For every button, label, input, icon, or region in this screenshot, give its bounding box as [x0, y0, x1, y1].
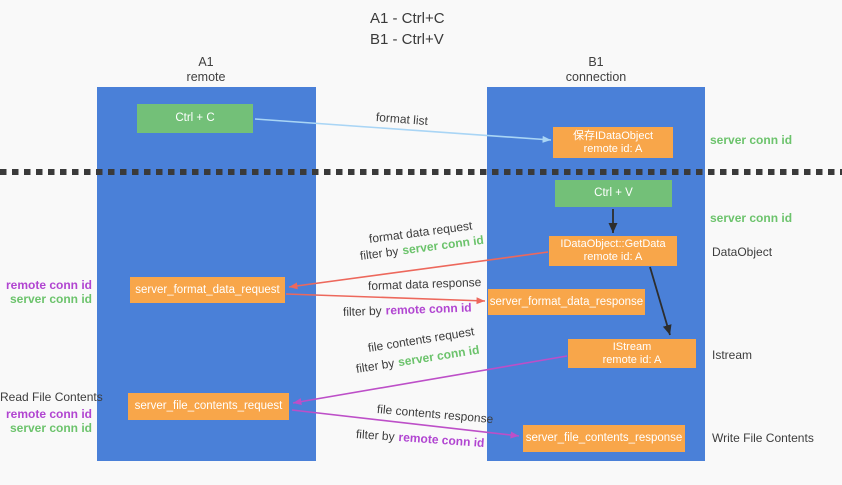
- server-file-contents-response-label: server_file_contents_response: [525, 432, 683, 444]
- label-server-conn-id-left-1: server conn id: [9, 292, 92, 306]
- format-list-arrow: [254, 118, 552, 143]
- ctrl-c-label: Ctrl + C: [175, 112, 215, 124]
- lane-header-b1: B1 connection: [536, 55, 656, 85]
- label-write-file-contents: Write File Contents: [712, 431, 814, 445]
- save-idataobject-line2: remote id: A: [583, 142, 643, 155]
- istream-line2: remote id: A: [602, 353, 662, 366]
- server-file-contents-response-box: server_file_contents_response: [523, 425, 685, 452]
- format-data-response-arrow: [285, 293, 486, 305]
- label-server-conn-id-mid-right: server conn id: [710, 211, 793, 225]
- format-data-request-arrow: [288, 251, 549, 290]
- istream-line1: IStream: [612, 340, 652, 353]
- server-file-contents-request-label: server_file_contents_request: [134, 400, 283, 412]
- save-idataobject-box: 保存IDataObject remote id: A: [553, 127, 673, 158]
- getdata-line1: IDataObject::GetData: [560, 238, 666, 250]
- label-server-conn-id-top-right: server conn id: [710, 133, 793, 147]
- title-line-1: A1 - Ctrl+C: [370, 10, 445, 27]
- label-remote-conn-id-left-1: remote conn id: [5, 278, 92, 292]
- title-line-2: B1 - Ctrl+V: [370, 31, 444, 48]
- getdata-to-istream-arrow: [649, 266, 672, 336]
- lane-b1-subtitle: connection: [565, 70, 627, 84]
- server-format-data-response-box: server_format_data_response: [488, 289, 645, 315]
- lane-header-a1: A1 remote: [146, 55, 266, 85]
- file-contents-response-arrow: [291, 409, 520, 439]
- istream-box: IStream remote id: A: [568, 339, 696, 368]
- save-idataobject-line1: 保存IDataObject: [572, 129, 654, 142]
- getdata-line2: remote id: A: [583, 251, 643, 263]
- lane-a1-id: A1: [198, 55, 214, 69]
- label-istream: Istream: [712, 348, 753, 362]
- server-format-data-request-label: server_format_data_request: [135, 283, 280, 296]
- label-read-file-contents: Read File Contents: [0, 390, 103, 404]
- ctrl-v-label: Ctrl + V: [594, 187, 633, 199]
- server-format-data-response-label: server_format_data_response: [489, 295, 644, 308]
- server-file-contents-request-box: server_file_contents_request: [128, 393, 289, 420]
- label-remote-conn-id-left-2: remote conn id: [5, 407, 92, 421]
- ctrl-v-button: Ctrl + V: [555, 180, 672, 207]
- file-contents-request-arrow: [292, 355, 568, 406]
- ctrl-c-button: Ctrl + C: [137, 104, 253, 133]
- remote-conn-id-text: remote conn id: [385, 300, 472, 318]
- diagram-title: A1 - Ctrl+C B1 - Ctrl+V: [370, 8, 445, 50]
- idataobject-getdata-box: IDataObject::GetData remote id: A: [549, 236, 677, 266]
- filter-by-text: filter by: [342, 303, 382, 319]
- lane-a1-subtitle: remote: [186, 70, 226, 84]
- filter-by-text: filter by: [355, 427, 396, 444]
- server-format-data-request-box: server_format_data_request: [130, 277, 285, 303]
- label-dataobject: DataObject: [712, 245, 773, 259]
- lane-b1-id: B1: [588, 55, 604, 69]
- label-server-conn-id-left-2: server conn id: [9, 421, 92, 435]
